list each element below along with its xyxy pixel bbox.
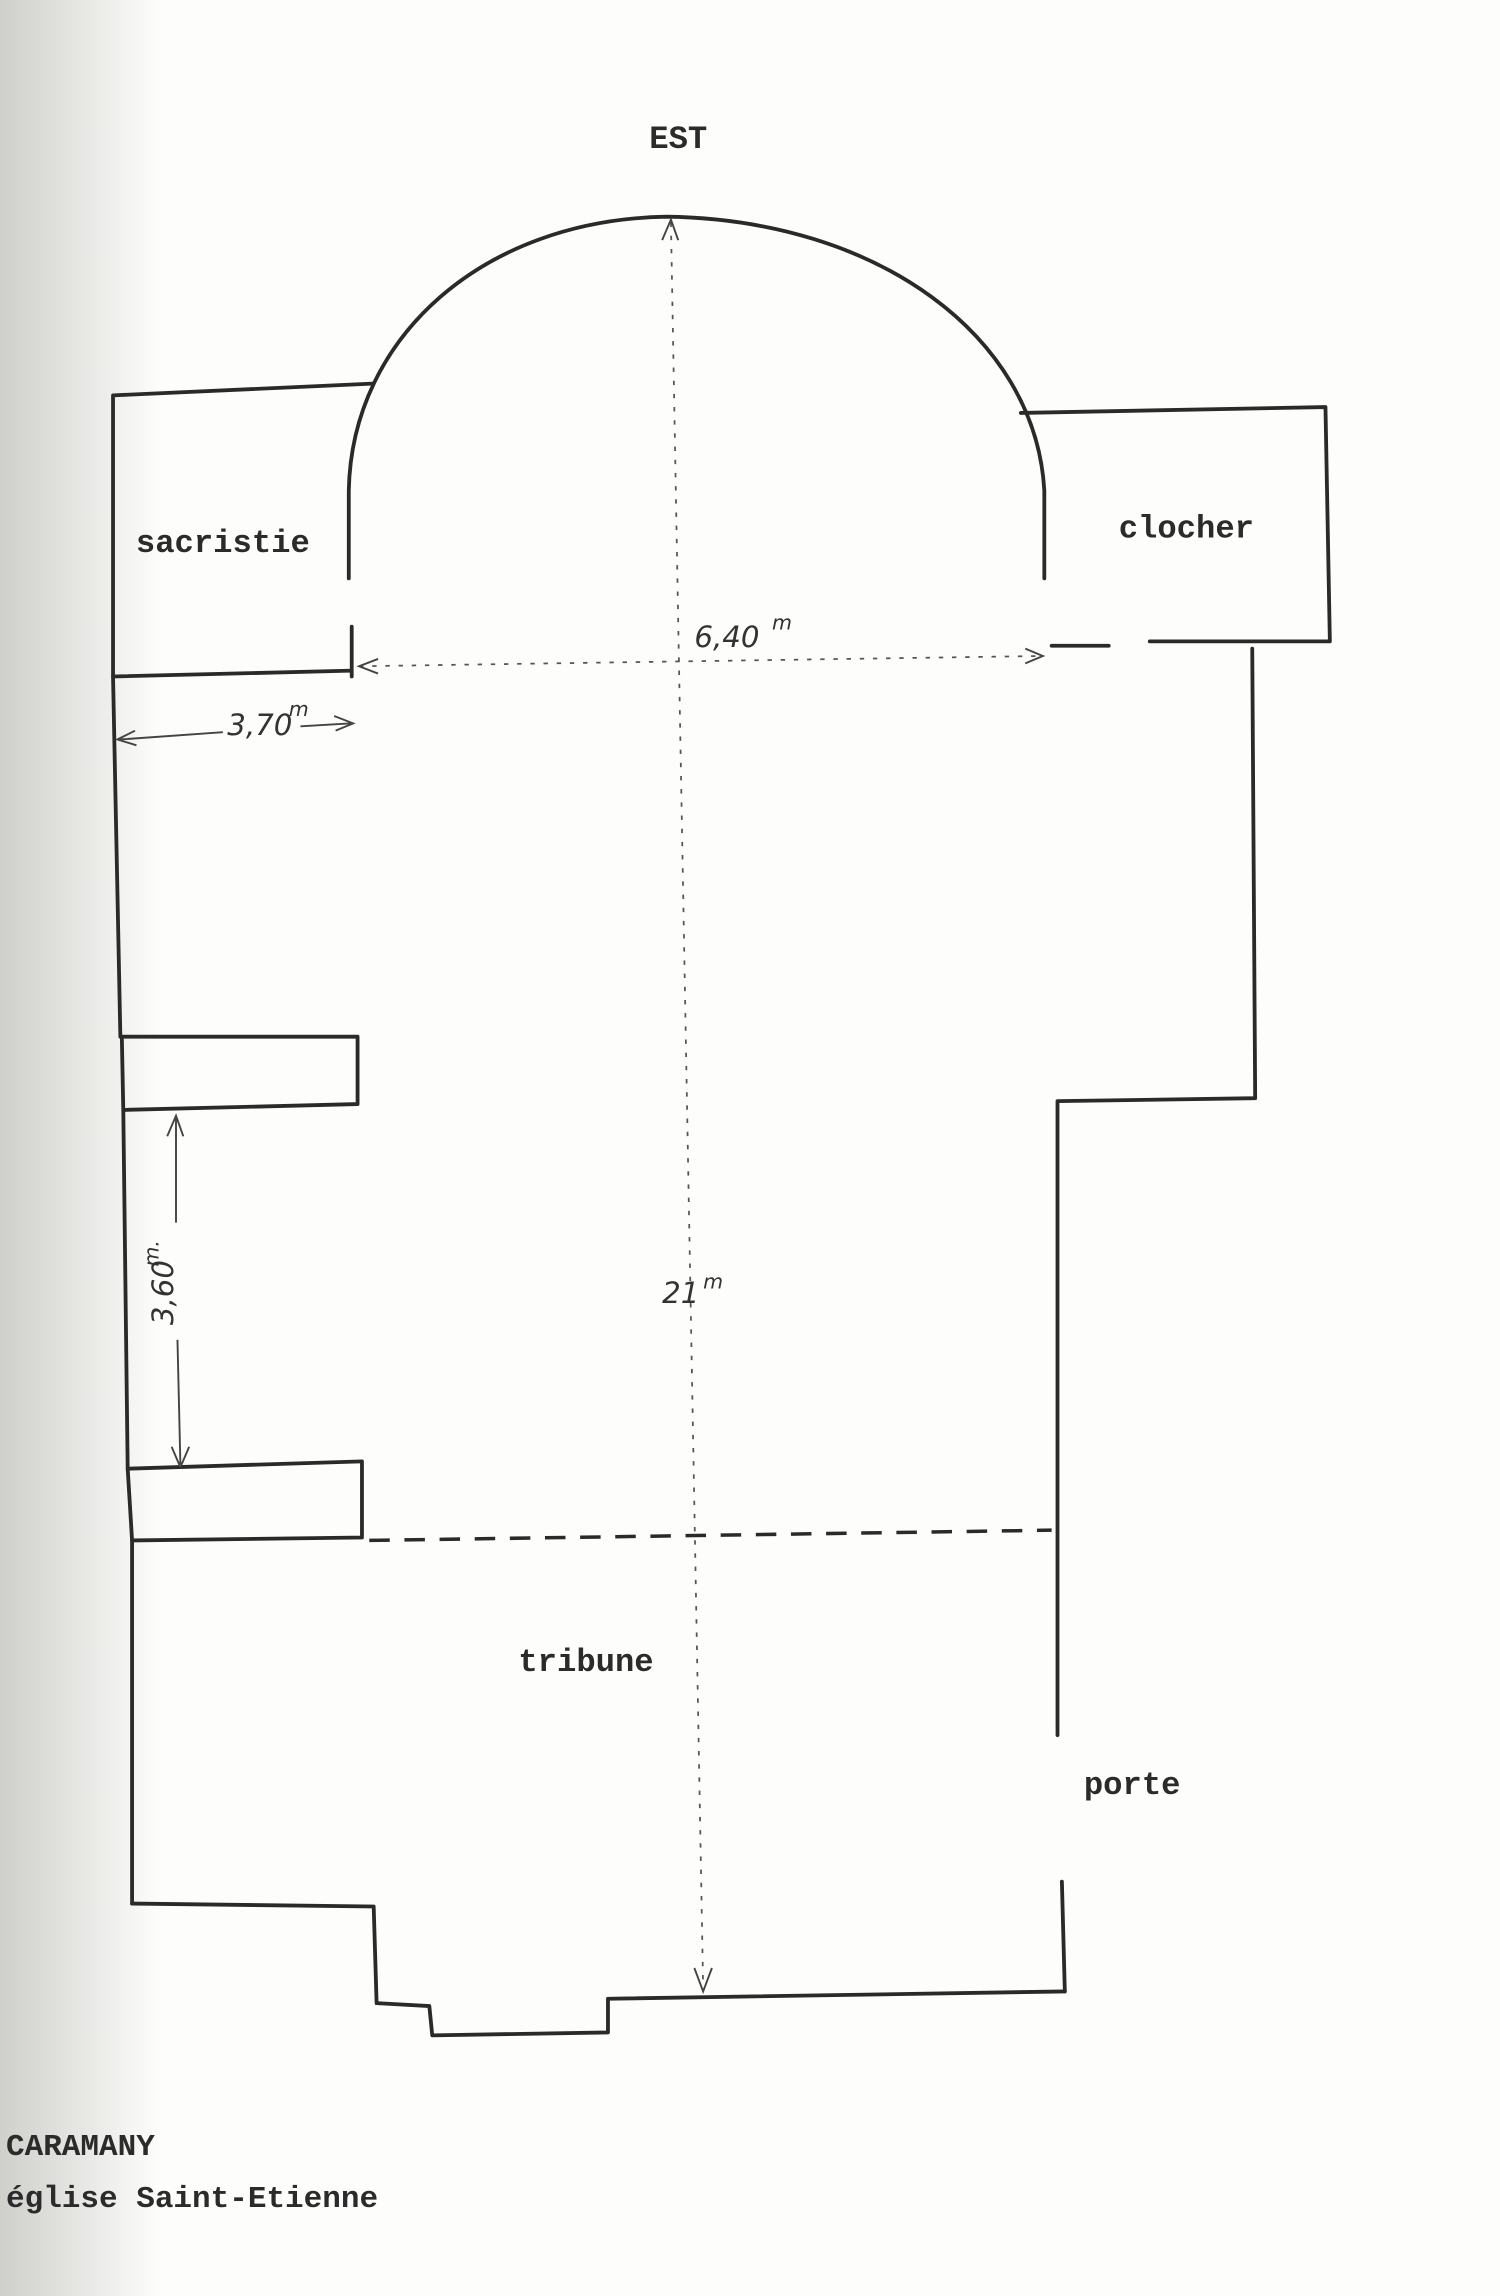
bell-tower-walls: [1018, 405, 1332, 648]
bay-spacing-label: 3,60 m.: [139, 1240, 180, 1325]
sacristy-width-dimension-line: [114, 715, 356, 747]
length-label: 21 m: [662, 1270, 723, 1311]
apse-width-dimension-line: [359, 655, 1040, 668]
svg-text:3,70: 3,70: [227, 708, 292, 742]
svg-text:m: m: [772, 611, 792, 635]
gallery-edge-line: [369, 1528, 1052, 1543]
svg-text:6,40: 6,40: [694, 620, 759, 654]
bell-tower-label: clocher: [1119, 510, 1254, 547]
buttress-upper: [119, 1034, 360, 1112]
svg-text:21: 21: [662, 1276, 699, 1310]
gallery-label: tribune: [518, 1644, 653, 1681]
svg-text:3,60: 3,60: [146, 1260, 180, 1325]
orientation-label: EST: [649, 121, 707, 158]
sacristy-label: sacristie: [136, 525, 310, 562]
apse-width-arrows: [356, 647, 1046, 675]
apse-wall: [346, 214, 1047, 581]
left-nave-wall: [111, 674, 134, 1906]
caption-place: CARAMANY: [6, 2130, 155, 2165]
length-arrow-top: [661, 217, 680, 241]
door-label: porte: [1084, 1767, 1181, 1804]
buttress-lower: [125, 1459, 364, 1543]
length-arrow-bottom: [693, 1967, 713, 1995]
bay-spacing-dimension-line: [166, 1113, 191, 1468]
sacristy-walls: [111, 381, 375, 679]
scan-shadow: [0, 0, 160, 2296]
length-dimension-line: [670, 222, 705, 1989]
west-facade-wall: [130, 1901, 1067, 2038]
sacristy-width-label: 3,70 m: [227, 697, 308, 742]
caption-building: église Saint-Etienne: [6, 2182, 379, 2217]
svg-text:m: m: [289, 697, 309, 721]
svg-text:m.: m.: [139, 1240, 163, 1267]
right-nave-wall: [1055, 646, 1258, 1994]
apse-width-label: 6,40 m: [694, 611, 792, 655]
svg-text:m: m: [703, 1270, 723, 1294]
